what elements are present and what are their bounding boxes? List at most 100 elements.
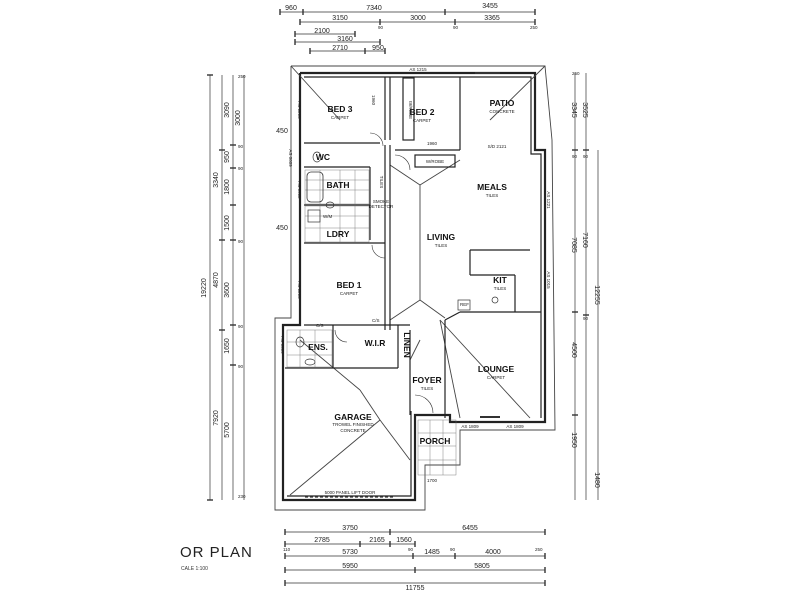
- dim-bottom-2785: 2785: [314, 537, 330, 544]
- dim-top-2710: 2710: [332, 45, 348, 52]
- room-garage: GARAGE: [334, 412, 372, 422]
- dim-bottom-90a: 90: [408, 547, 414, 552]
- room-bed3: BED 3: [327, 104, 352, 114]
- dim-bottom-1485: 1485: [424, 549, 440, 556]
- label-garage-door: 5000 PANEL LIFT DOOR: [325, 490, 376, 495]
- left-dimensions: 19220 3340 4870 7920 3090 950 1800 1500 …: [201, 74, 288, 501]
- room-lounge-finish: CARPET: [487, 375, 506, 380]
- label-as-left1: AS 1215: [297, 101, 302, 119]
- label-as-left2: AS 0612: [297, 181, 302, 199]
- room-ens: ENS.: [308, 342, 328, 352]
- room-bed3-finish: CARPET: [331, 115, 350, 120]
- dim-left-3600: 3600: [224, 282, 231, 298]
- room-kit: KIT: [493, 275, 508, 285]
- door-swing-icon: [369, 132, 384, 147]
- label-tiles-bath: TILES: [379, 176, 384, 189]
- sink-icon: [491, 296, 499, 304]
- dim-bottom-90b: 90: [450, 547, 456, 552]
- room-porch: PORCH: [420, 436, 451, 446]
- bath-tub-icon: [306, 171, 324, 203]
- room-living-finish: TILES: [435, 243, 448, 248]
- dim-right-7160: 7160: [581, 232, 588, 248]
- dim-top-2100: 2100: [314, 28, 330, 35]
- room-living: LIVING: [427, 232, 456, 242]
- dim-left-90d: 90: [238, 324, 244, 329]
- basin-icon: [325, 201, 335, 209]
- dim-right-3525: 3525: [581, 102, 588, 118]
- dim-bottom-4000: 4000: [485, 549, 501, 556]
- tile-patterns: [286, 169, 457, 476]
- annotations: W/ROBE W/ROBE TILES SMOKE DETECTOR W/M R…: [280, 67, 551, 495]
- plan-scale: CALE 1:100: [181, 566, 208, 572]
- door-swing-icon: [334, 329, 348, 343]
- dim-top-3000: 3000: [410, 15, 426, 22]
- room-wc: WC: [316, 152, 330, 162]
- dim-bottom-250: 250: [535, 547, 543, 552]
- dim-left-90e: 90: [238, 364, 244, 369]
- label-as-right1: AS 1221: [546, 191, 551, 209]
- room-labels: BED 3 CARPET BED 2 CARPET PATIO CONCRETE…: [308, 98, 515, 446]
- label-as-left3: AS 1215: [297, 281, 302, 299]
- dim-top-950: 950: [372, 45, 384, 52]
- dim-bottom-3750: 3750: [342, 525, 358, 532]
- room-meals: MEALS: [477, 182, 507, 192]
- dim-left-250: 250: [238, 74, 246, 79]
- label-as-top: AS 1215: [409, 67, 427, 72]
- dim-1700: 1700: [427, 478, 438, 483]
- dim-1960-vertical: 1960: [371, 95, 376, 106]
- plan-title: OR PLAN: [180, 544, 253, 561]
- room-garage-finish: TROWEL FINISHED: [332, 422, 374, 427]
- label-as-b2: AS 1809: [506, 424, 524, 429]
- dim-left-1650: 1650: [224, 338, 231, 354]
- room-kit-finish: TILES: [494, 286, 507, 291]
- dim-bottom-5950: 5950: [342, 563, 358, 570]
- room-garage-finish2: CONCRETE: [340, 428, 365, 433]
- label-as-left5: AS 0609: [288, 149, 293, 167]
- washing-machine-icon: [307, 209, 321, 223]
- toilet-icon: [312, 151, 322, 163]
- room-linen: LINEN: [402, 332, 412, 358]
- dim-1960-horizontal: 1960: [427, 141, 438, 146]
- dim-bottom-1560: 1560: [396, 537, 412, 544]
- room-bed1: BED 1: [336, 280, 361, 290]
- dim-top-90a: 90: [378, 25, 384, 30]
- label-as-right2: AS 1015: [546, 271, 551, 289]
- dim-top-3150: 3150: [332, 15, 348, 22]
- room-patio-finish: CONCRETE: [489, 109, 514, 114]
- ensuite-basin-icon: [304, 358, 316, 366]
- room-foyer: FOYER: [412, 375, 441, 385]
- dim-right-90c: 90: [583, 316, 589, 321]
- dim-top-90b: 90: [453, 25, 459, 30]
- room-foyer-finish: TILES: [421, 386, 434, 391]
- dim-right-250: 250: [572, 71, 580, 76]
- dim-left-3090: 3090: [224, 102, 231, 118]
- room-meals-finish: TILES: [486, 193, 499, 198]
- room-ldry: LDRY: [327, 229, 350, 239]
- dim-left-3000: 3000: [235, 110, 242, 126]
- label-detector: DETECTOR: [369, 204, 394, 209]
- dim-top-7340: 7340: [366, 5, 382, 12]
- dim-left-5700: 5700: [224, 422, 231, 438]
- label-wm: W/M: [323, 214, 332, 219]
- ensuite-toilet-icon: [295, 336, 305, 348]
- room-bed2-finish: CARPET: [413, 118, 432, 123]
- dim-right-3345: 3345: [570, 102, 577, 118]
- room-patio: PATIO: [490, 98, 515, 108]
- dim-bottom-5805: 5805: [474, 563, 490, 570]
- label-smoke: SMOKE: [373, 199, 389, 204]
- dim-top-960: 960: [285, 5, 297, 12]
- external-walls: [281, 71, 547, 502]
- room-bed2: BED 2: [409, 107, 434, 117]
- dim-left-450b: 450: [276, 225, 288, 232]
- room-lounge: LOUNGE: [478, 364, 515, 374]
- dim-left-1500: 1500: [224, 215, 231, 231]
- label-cs2: C/S: [372, 318, 380, 323]
- label-as-left4: AS 0609: [280, 336, 285, 354]
- dim-left-950: 950: [224, 151, 231, 163]
- dim-left-3340: 3340: [213, 172, 220, 188]
- room-wir: W.I.R: [365, 338, 386, 348]
- dim-top-3455: 3455: [482, 3, 498, 10]
- dim-top-250: 250: [530, 25, 538, 30]
- dim-right-4500: 4500: [570, 342, 577, 358]
